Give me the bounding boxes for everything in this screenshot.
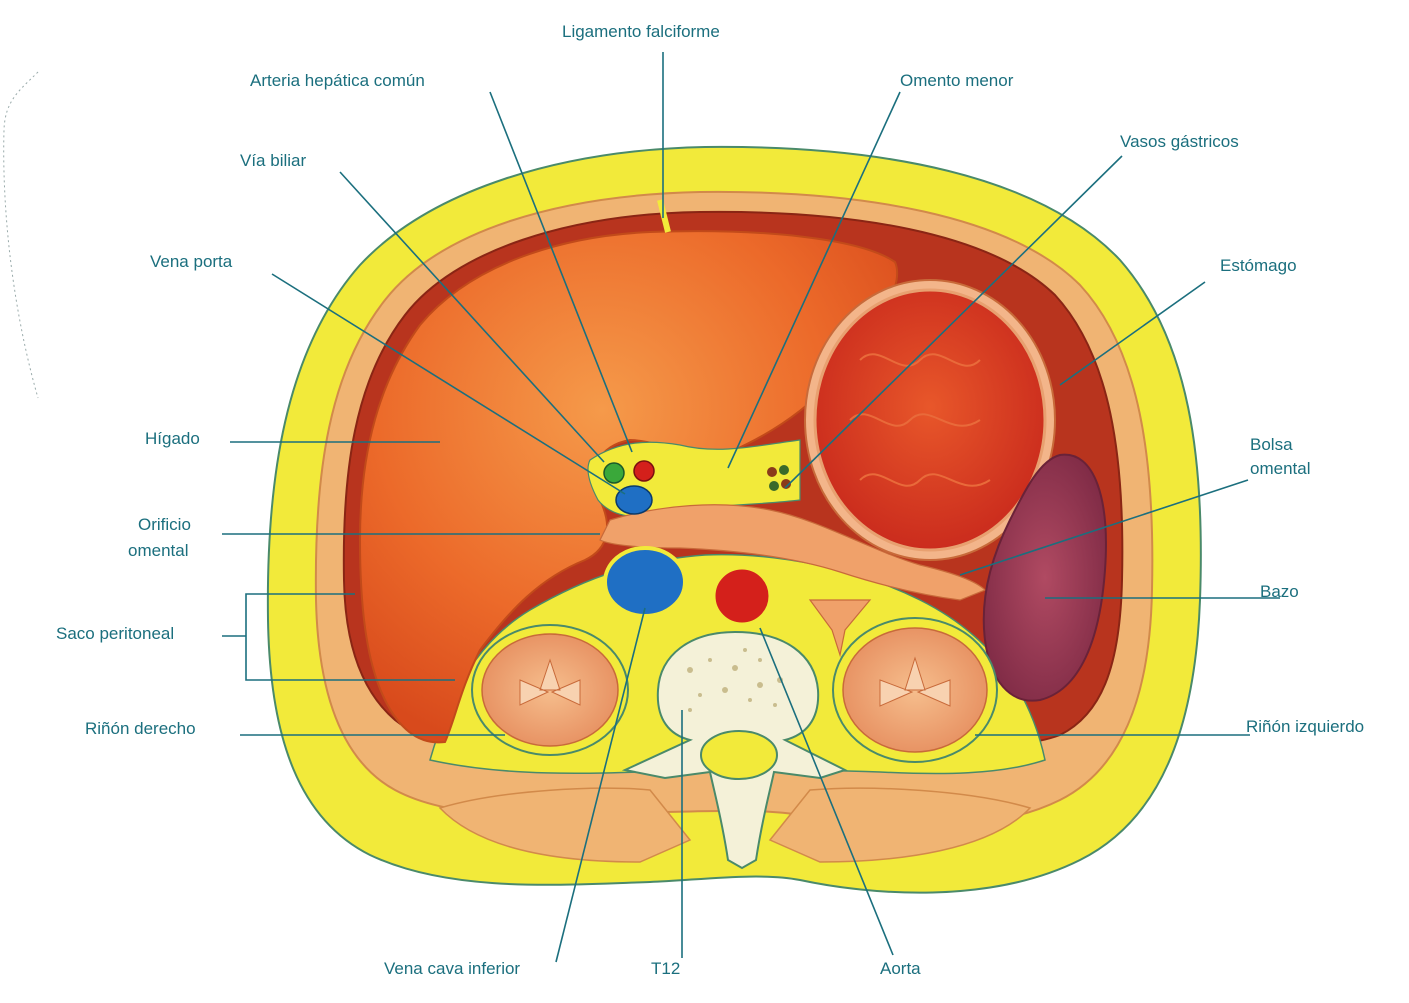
- scan-edge-mark: [3, 71, 39, 399]
- right-kidney: [471, 624, 629, 756]
- label-orificio-omental-line1: Orificio: [138, 515, 191, 534]
- label-vasos-gastricos: Vasos gástricos: [1120, 132, 1239, 151]
- stomach: [804, 279, 1056, 561]
- label-arteria-hepatica-comun: Arteria hepática común: [250, 71, 425, 90]
- omental-bursa: [599, 504, 987, 601]
- label-estomago: Estómago: [1220, 256, 1297, 275]
- label-orificio-omental-line2: omental: [128, 541, 188, 560]
- spleen: [982, 453, 1107, 702]
- label-rinon-izquierdo: Riñón izquierdo: [1246, 717, 1364, 736]
- back-muscles-left: [768, 787, 1032, 863]
- label-bazo: Bazo: [1260, 582, 1299, 601]
- label-saco-peritoneal: Saco peritoneal: [56, 624, 174, 643]
- label-ligamento-falciforme: Ligamento falciforme: [562, 22, 720, 41]
- left-adrenal: [808, 599, 872, 658]
- label-bolsa-omental-line1: Bolsa: [1250, 435, 1293, 454]
- left-kidney: [832, 617, 998, 763]
- label-via-biliar: Vía biliar: [240, 151, 306, 170]
- falciform-ligament: [657, 199, 671, 233]
- gastric-vessels-cluster: [767, 465, 791, 491]
- inferior-vena-cava: [603, 546, 687, 618]
- aorta-vessel: [712, 566, 772, 626]
- label-rinon-derecho: Riñón derecho: [85, 719, 196, 738]
- vertebra-t12: [621, 630, 848, 870]
- label-aorta: Aorta: [880, 959, 921, 978]
- label-vena-cava-inferior: Vena cava inferior: [384, 959, 520, 978]
- label-higado: Hígado: [145, 429, 200, 448]
- label-omento-menor: Omento menor: [900, 71, 1014, 90]
- label-vena-porta: Vena porta: [150, 252, 233, 271]
- back-muscles: [438, 787, 692, 863]
- portal-triad: [603, 460, 655, 515]
- label-t12: T12: [651, 959, 680, 978]
- label-bolsa-omental-line2: omental: [1250, 459, 1310, 478]
- leader-lines: [222, 52, 1280, 963]
